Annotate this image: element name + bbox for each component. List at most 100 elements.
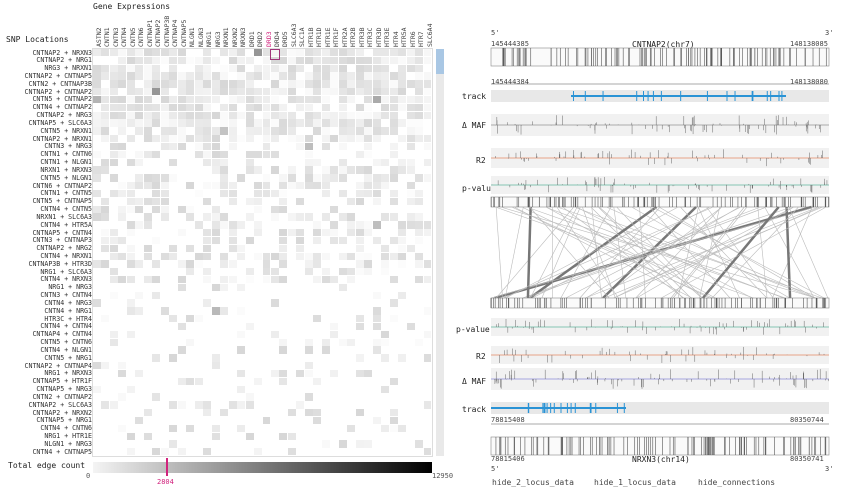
heatmap-cell[interactable] bbox=[364, 72, 373, 80]
heatmap-cell[interactable] bbox=[364, 56, 373, 65]
heatmap-cell[interactable] bbox=[254, 88, 262, 96]
heatmap-cell[interactable] bbox=[135, 197, 144, 206]
snp-label[interactable]: CNTNAP2 + CNTNAP5 bbox=[24, 71, 93, 80]
heatmap-cell[interactable] bbox=[364, 95, 373, 104]
heatmap-cell[interactable] bbox=[254, 197, 262, 206]
heatmap-cell[interactable] bbox=[186, 205, 195, 213]
gene-label-cntn4[interactable]: CNTN4 bbox=[120, 27, 129, 47]
snp-label[interactable]: CNTN2 + CNTNAP2 bbox=[32, 392, 92, 401]
snp-label[interactable]: CNTNAP2 + NRG2 bbox=[36, 244, 92, 253]
gene-label-htr5a[interactable]: HTR5A bbox=[400, 27, 409, 47]
heatmap-cell[interactable] bbox=[304, 56, 313, 65]
snp-label[interactable]: CNTNAP5 + HTR1F bbox=[32, 377, 92, 386]
heatmap-cell[interactable] bbox=[372, 88, 381, 96]
heatmap-cell[interactable] bbox=[203, 448, 212, 456]
snp-label[interactable]: CNTN4 + CNTNAP2 bbox=[32, 103, 92, 112]
heatmap-cell[interactable] bbox=[423, 275, 432, 284]
heatmap-cell[interactable] bbox=[220, 221, 229, 229]
heatmap-cell[interactable] bbox=[304, 260, 313, 268]
heatmap-cell[interactable] bbox=[262, 95, 271, 104]
heatmap-cell[interactable] bbox=[237, 56, 246, 65]
heatmap-cell[interactable] bbox=[177, 135, 186, 143]
snp-label[interactable]: NRG1 + SLC6A3 bbox=[40, 267, 92, 276]
snp-label[interactable]: CNTN1 + NLGN1 bbox=[40, 158, 92, 167]
heatmap-cell[interactable] bbox=[220, 49, 229, 57]
heatmap-cell[interactable] bbox=[237, 135, 246, 143]
heatmap-cell[interactable] bbox=[254, 103, 262, 112]
heatmap-cell[interactable] bbox=[398, 244, 407, 252]
heatmap-cell[interactable] bbox=[152, 182, 161, 190]
heatmap-cell[interactable] bbox=[101, 205, 110, 213]
heatmap-cell[interactable] bbox=[355, 409, 364, 417]
heatmap-cell[interactable] bbox=[211, 111, 220, 119]
heatmap-cell[interactable] bbox=[304, 142, 313, 151]
heatmap-cell[interactable] bbox=[406, 221, 415, 229]
heatmap-cell[interactable] bbox=[321, 268, 330, 276]
heatmap-cell[interactable] bbox=[364, 150, 373, 159]
heatmap-cell[interactable] bbox=[347, 111, 356, 119]
heatmap-cell[interactable] bbox=[381, 385, 390, 393]
heatmap-cell[interactable] bbox=[296, 142, 305, 151]
heatmap-cell[interactable] bbox=[406, 56, 415, 65]
heatmap-cell[interactable] bbox=[143, 127, 152, 135]
heatmap-cell[interactable] bbox=[279, 205, 288, 213]
gene-label-drd5[interactable]: DRD5 bbox=[281, 31, 290, 47]
heatmap-cell[interactable] bbox=[296, 64, 305, 72]
heatmap-cell[interactable] bbox=[101, 158, 110, 166]
heatmap-cell[interactable] bbox=[415, 56, 424, 65]
snp-label[interactable]: NRG1 + NRG3 bbox=[48, 283, 92, 292]
heatmap-cell[interactable] bbox=[364, 174, 373, 182]
heatmap-cell[interactable] bbox=[398, 252, 407, 260]
heatmap-cell[interactable] bbox=[415, 72, 424, 80]
heatmap-cell[interactable] bbox=[321, 103, 330, 112]
heatmap-cell[interactable] bbox=[254, 377, 262, 386]
heatmap-cell[interactable] bbox=[355, 315, 364, 323]
heatmap-cell[interactable] bbox=[143, 64, 152, 72]
heatmap-cell[interactable] bbox=[118, 103, 127, 112]
heatmap-cell[interactable] bbox=[364, 119, 373, 127]
heatmap-cell[interactable] bbox=[220, 307, 229, 315]
heatmap-cell[interactable] bbox=[254, 205, 262, 213]
heatmap-cell[interactable] bbox=[109, 64, 118, 72]
heatmap-cell[interactable] bbox=[364, 80, 373, 88]
gene-label-slc6a4[interactable]: SLC6A4 bbox=[425, 23, 434, 47]
heatmap-cell[interactable] bbox=[203, 197, 212, 206]
heatmap-cell[interactable] bbox=[321, 252, 330, 260]
heatmap-cell[interactable] bbox=[296, 80, 305, 88]
heatmap-cell[interactable] bbox=[93, 213, 101, 221]
heatmap-cell[interactable] bbox=[304, 95, 313, 104]
heatmap-cell[interactable] bbox=[423, 56, 432, 65]
heatmap-cell[interactable] bbox=[381, 244, 390, 252]
heatmap-cell[interactable] bbox=[270, 189, 279, 198]
heatmap-cell[interactable] bbox=[211, 95, 220, 104]
heatmap-cell[interactable] bbox=[304, 174, 313, 182]
heatmap-cell[interactable] bbox=[287, 111, 296, 119]
heatmap-cell[interactable] bbox=[194, 315, 203, 323]
heatmap-cell[interactable] bbox=[254, 95, 262, 104]
heatmap-cell[interactable] bbox=[211, 182, 220, 190]
heatmap-cell[interactable] bbox=[279, 377, 288, 386]
heatmap-cell[interactable] bbox=[203, 142, 212, 151]
heatmap-cell[interactable] bbox=[177, 205, 186, 213]
gene-label-cntnap4[interactable]: CNTNAP4 bbox=[171, 19, 180, 47]
heatmap-cell[interactable] bbox=[355, 369, 364, 378]
heatmap-cell[interactable] bbox=[372, 64, 381, 72]
heatmap-cell[interactable] bbox=[423, 448, 432, 456]
heatmap-cell[interactable] bbox=[398, 88, 407, 96]
heatmap-cell[interactable] bbox=[262, 72, 271, 80]
heatmap-cell[interactable] bbox=[177, 142, 186, 151]
heatmap-cell[interactable] bbox=[287, 127, 296, 135]
heatmap-cell[interactable] bbox=[355, 268, 364, 276]
heatmap-cell[interactable] bbox=[381, 424, 390, 432]
heatmap-cell[interactable] bbox=[287, 213, 296, 221]
heatmap-cell[interactable] bbox=[355, 127, 364, 135]
heatmap-cell[interactable] bbox=[228, 229, 237, 237]
gene-label-nrxn1[interactable]: NRXN1 bbox=[222, 27, 231, 47]
heatmap-cell[interactable] bbox=[143, 80, 152, 88]
heatmap-cell[interactable] bbox=[118, 213, 127, 221]
heatmap-cell[interactable] bbox=[321, 49, 330, 57]
heatmap-cell[interactable] bbox=[355, 244, 364, 252]
heatmap-cell[interactable] bbox=[415, 64, 424, 72]
edge-count-slider[interactable] bbox=[93, 462, 432, 473]
heatmap-cell[interactable] bbox=[287, 166, 296, 174]
